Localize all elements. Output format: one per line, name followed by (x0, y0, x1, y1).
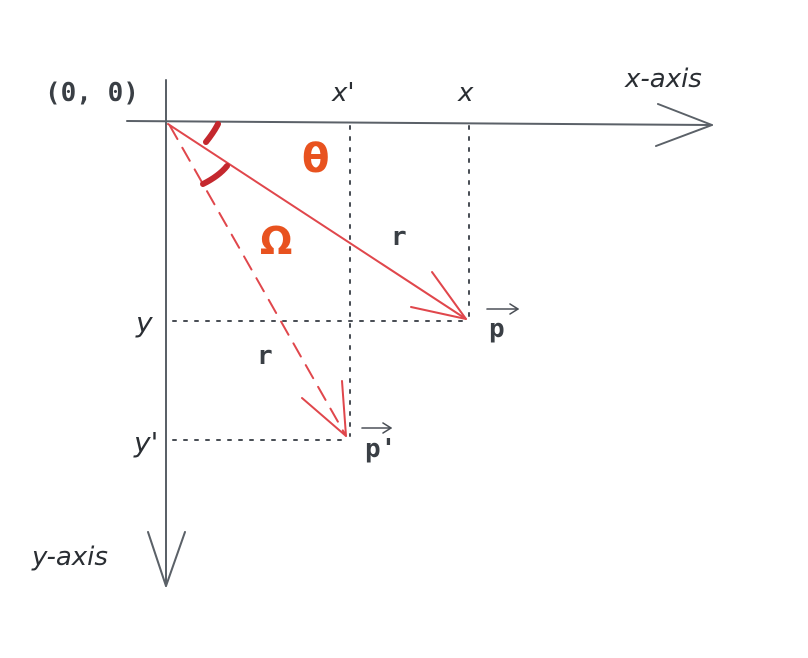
x-label: x (457, 78, 474, 108)
origin-label: (0, 0) (45, 78, 139, 108)
theta-arc (203, 121, 221, 145)
vector-arrows (361, 303, 519, 434)
vector-p-prime-arrowhead (301, 380, 347, 437)
y-label: y (135, 306, 153, 339)
x-axis-arrowhead (655, 103, 713, 147)
omega-symbol: Ω (260, 219, 292, 263)
x-axis-line (126, 120, 713, 126)
vector-arrow-icon (361, 422, 392, 434)
omega-arc (200, 163, 230, 187)
y-axis-label: y-axis (31, 542, 108, 572)
guide-lines (172, 125, 470, 441)
vector-arrow-icon (486, 303, 519, 315)
x-axis-label: x-axis (624, 64, 702, 94)
vector-p-prime-line (169, 125, 347, 437)
vector-p-line (167, 123, 467, 320)
axes (126, 79, 713, 587)
vector-p (167, 123, 467, 320)
vector-p-arrowhead (410, 271, 467, 320)
y-axis-arrowhead (147, 531, 186, 587)
r-upper-label: r (391, 222, 407, 252)
theta-symbol: θ (302, 136, 329, 182)
angle-marks (200, 121, 230, 187)
p-label: p (489, 314, 505, 344)
x-prime-label: x' (331, 78, 355, 108)
vector-p-prime (169, 125, 347, 437)
p-prime-label: p' (365, 434, 396, 464)
y-prime-label: y' (133, 426, 158, 459)
r-lower-label: r (257, 341, 273, 371)
